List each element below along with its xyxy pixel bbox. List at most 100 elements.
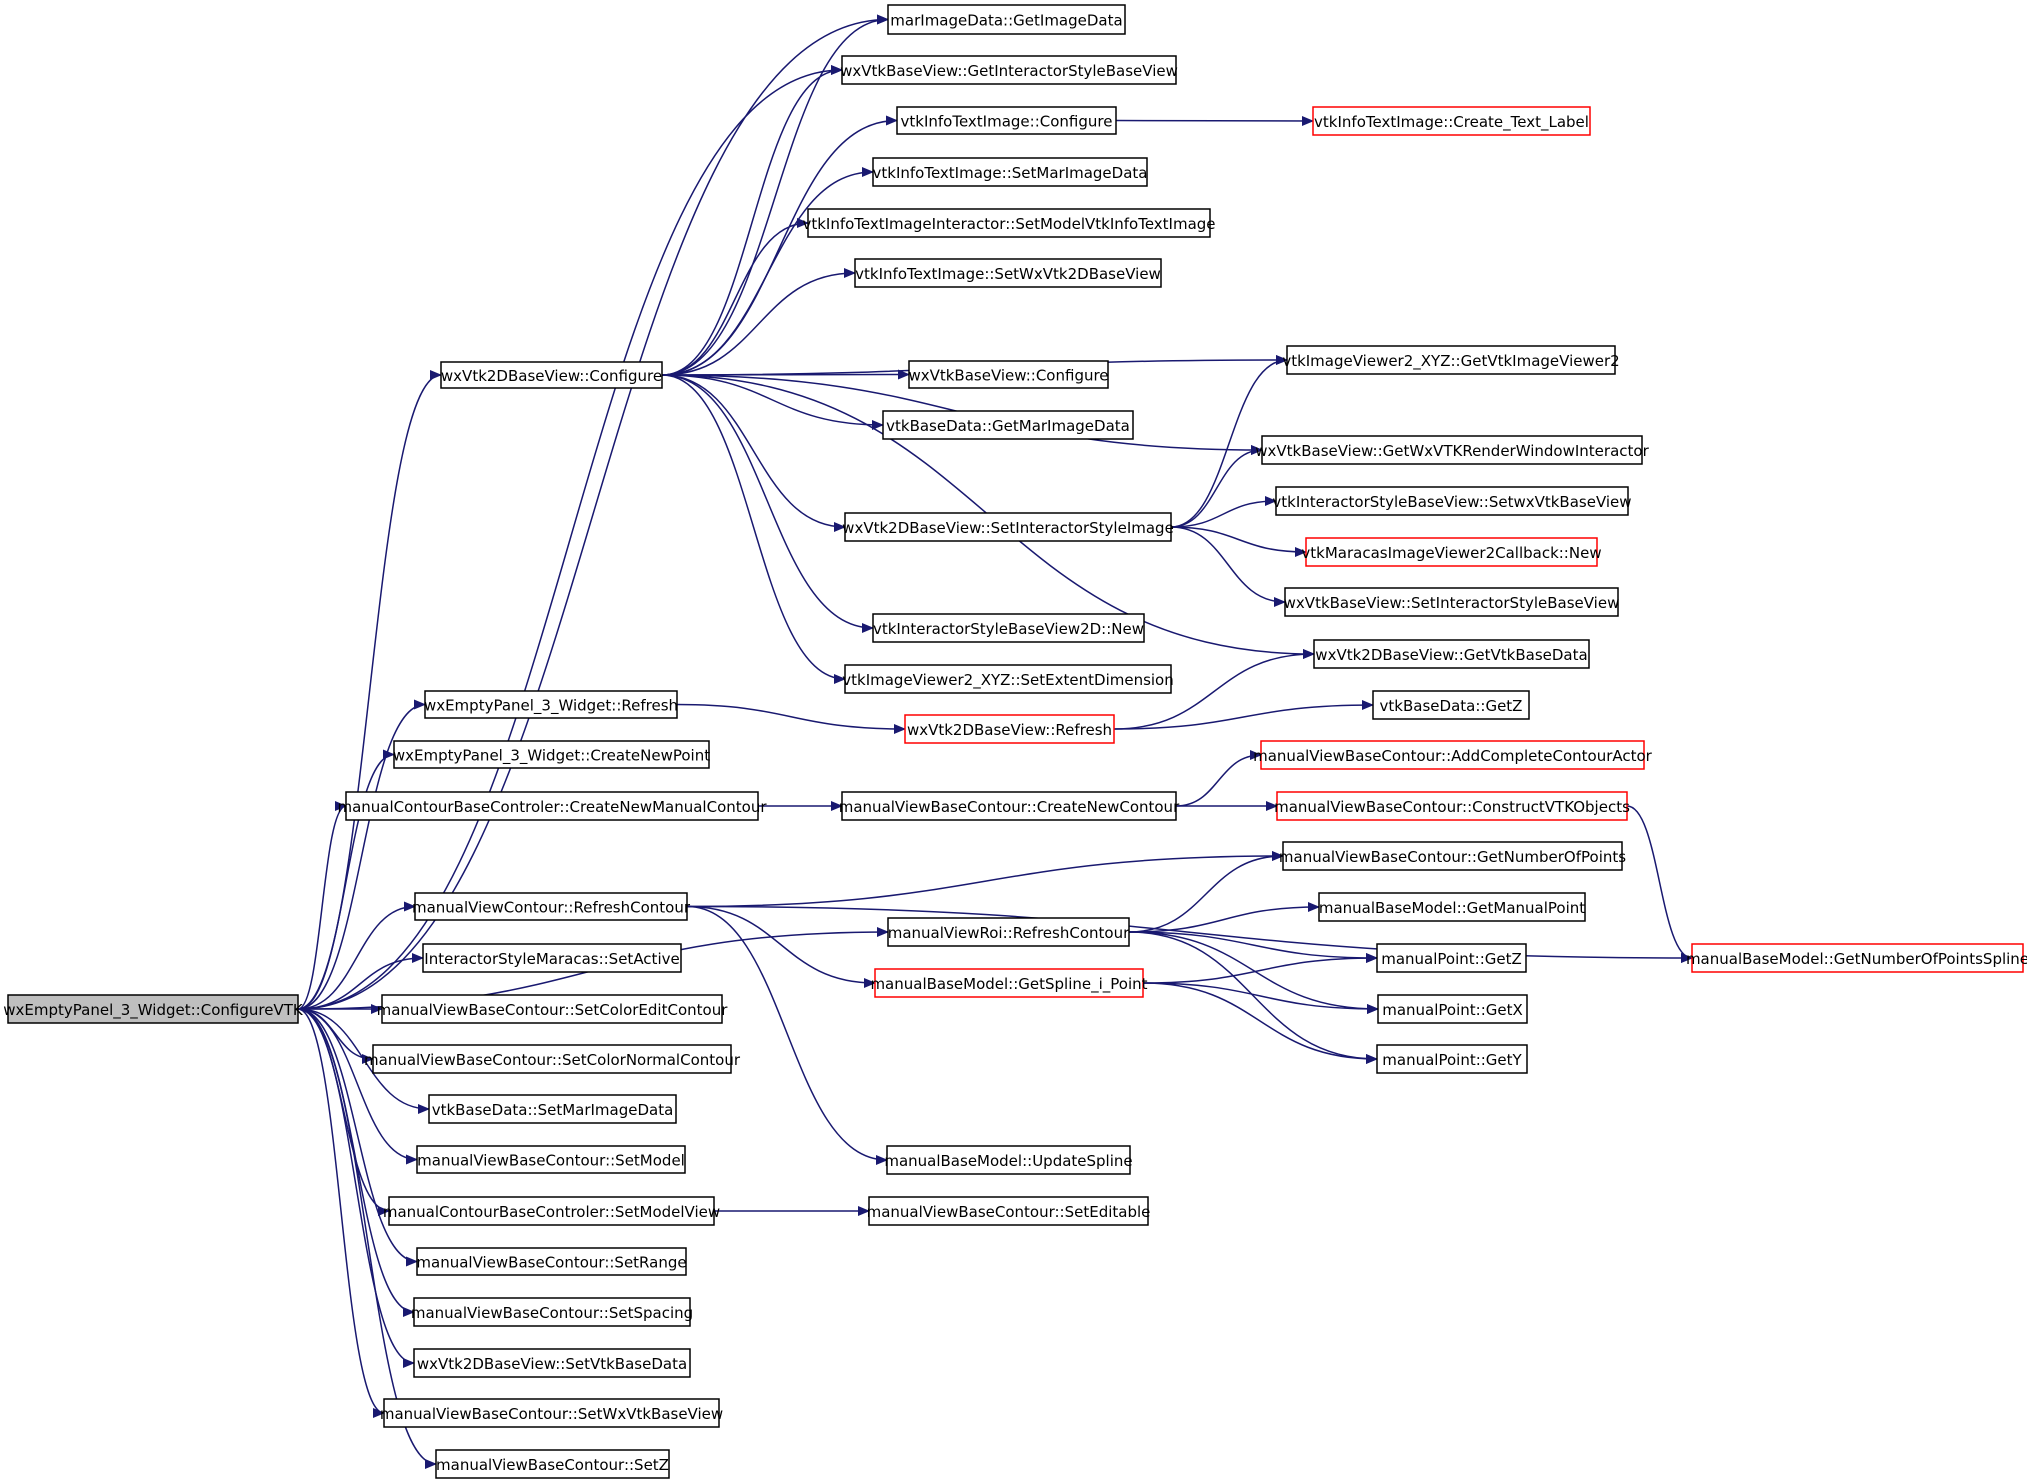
node-manualviewbasecontour-getnumberofpoints[interactable]: manualViewBaseContour::GetNumberOfPoints [1279,841,1626,871]
node-vtkimageviewer2-xyz-getvtkimageviewer2[interactable]: vtkImageViewer2_XYZ::GetVtkImageViewer2 [1282,345,1620,375]
node-box[interactable] [1691,943,2024,973]
node-box[interactable] [393,740,710,769]
node-interactorstylemaracas-setactive[interactable]: InteractorStyleMaracas::SetActive [422,943,682,973]
node-box[interactable] [1376,1044,1528,1074]
node-manualviewbasecontour-setcolornormalcontour[interactable]: manualViewBaseContour::SetColorNormalCon… [364,1044,741,1074]
node-box[interactable] [887,4,1126,35]
node-wxemptypanel-3-widget-createnewpoint[interactable]: wxEmptyPanel_3_Widget::CreateNewPoint [393,740,710,769]
node-wxvtkbaseview-getwxvtkrenderwindowinteractor[interactable]: wxVtkBaseView::GetWxVTKRenderWindowInter… [1255,435,1650,465]
node-box[interactable] [1372,690,1530,720]
node-box[interactable] [388,1196,715,1226]
node-manualcontourbasecontroler-createnewmanualcontour[interactable]: manualContourBaseControler::CreateNewMan… [337,791,767,821]
node-box[interactable] [372,1044,732,1074]
node-box[interactable] [424,690,678,719]
node-box[interactable] [874,968,1144,998]
node-box[interactable] [908,360,1109,389]
node-box[interactable] [413,1297,691,1327]
node-box[interactable] [414,892,688,921]
node-box[interactable] [887,917,1130,947]
node-box[interactable] [807,208,1211,238]
node-wxemptypanel-3-widget-configurevtk[interactable]: wxEmptyPanel_3_Widget::ConfigureVTK [3,994,304,1024]
node-wxvtk2dbaseview-getvtkbasedata[interactable]: wxVtk2DBaseView::GetVtkBaseData [1313,639,1590,669]
node-wxvtk2dbaseview-setvtkbasedata[interactable]: wxVtk2DBaseView::SetVtkBaseData [413,1348,691,1378]
node-manualviewbasecontour-createnewcontour[interactable]: manualViewBaseContour::CreateNewContour [839,791,1180,821]
node-box[interactable] [413,1348,691,1378]
node-manualviewbasecontour-setmodel[interactable]: manualViewBaseContour::SetModel [416,1145,686,1174]
node-manualbasemodel-getnumberofpointsspline[interactable]: manualBaseModel::GetNumberOfPointsSpline [1686,943,2027,973]
node-vtkmaracasimageviewer2callback-new[interactable]: vtkMaracasImageViewer2Callback::New [1301,537,1602,567]
node-vtkinfotextimage-configure[interactable]: vtkInfoTextImage::Configure [896,106,1117,135]
node-box[interactable] [896,106,1117,135]
node-box[interactable] [1284,587,1619,617]
node-wxvtk2dbaseview-setinteractorstyleimage[interactable]: wxVtk2DBaseView::SetInteractorStyleImage [842,512,1174,542]
node-box[interactable] [1313,639,1590,669]
node-wxvtkbaseview-setinteractorstylebaseview[interactable]: wxVtkBaseView::SetInteractorStyleBaseVie… [1284,587,1620,617]
node-box[interactable] [1282,841,1623,871]
node-box[interactable] [422,943,682,973]
node-box[interactable] [1260,740,1645,770]
node-vtkbasedata-setmarimagedata[interactable]: vtkBaseData::SetMarImageData [428,1094,677,1124]
node-wxvtk2dbaseview-refresh[interactable]: wxVtk2DBaseView::Refresh [904,714,1115,744]
node-wxvtkbaseview-configure[interactable]: wxVtkBaseView::Configure [908,360,1109,389]
node-vtkinfotextimage-create-text-label[interactable]: vtkInfoTextImage::Create_Text_Label [1312,106,1591,136]
node-box[interactable] [7,994,299,1024]
node-vtkbasedata-getmarimagedata[interactable]: vtkBaseData::GetMarImageData [882,410,1134,440]
node-vtkinfotextimage-setwxvtk2dbaseview[interactable]: vtkInfoTextImage::SetWxVtk2DBaseView [854,258,1162,288]
node-box[interactable] [416,1247,687,1276]
node-box[interactable] [1261,435,1643,465]
node-box[interactable] [428,1094,677,1124]
node-wxvtkbaseview-getinteractorstylebaseview[interactable]: wxVtkBaseView::GetInteractorStyleBaseVie… [840,55,1178,85]
node-box[interactable] [841,791,1177,821]
node-vtkbasedata-getz[interactable]: vtkBaseData::GetZ [1372,690,1530,720]
node-manualviewbasecontour-setz[interactable]: manualViewBaseContour::SetZ [435,1449,670,1479]
node-vtkinfotextimage-setmarimagedata[interactable]: vtkInfoTextImage::SetMarImageData [872,157,1148,187]
node-box[interactable] [854,258,1162,288]
node-manualviewbasecontour-seteditable[interactable]: manualViewBaseContour::SetEditable [867,1196,1151,1226]
node-box[interactable] [1312,106,1591,136]
node-manualbasemodel-getspline-i-point[interactable]: manualBaseModel::GetSpline_i_Point [870,968,1148,998]
node-box[interactable] [381,994,723,1024]
node-box[interactable] [383,1398,720,1428]
node-vtkinteractorstylebaseview2d-new[interactable]: vtkInteractorStyleBaseView2D::New [872,613,1145,643]
node-box[interactable] [844,664,1172,694]
node-manualpoint-gety[interactable]: manualPoint::GetY [1376,1044,1528,1074]
node-box[interactable] [1286,345,1616,375]
node-box[interactable] [1275,486,1629,516]
node-manualviewbasecontour-setcoloreditcontour[interactable]: manualViewBaseContour::SetColorEditConto… [377,994,729,1024]
node-manualpoint-getx[interactable]: manualPoint::GetX [1377,994,1528,1024]
node-box[interactable] [841,55,1177,85]
node-box[interactable] [440,361,663,389]
node-box[interactable] [844,512,1172,542]
node-vtkinfotextimageinteractor-setmodelvtkinfotextimage[interactable]: vtkInfoTextImageInteractor::SetModelVtkI… [802,208,1216,238]
node-manualviewcontour-refreshcontour[interactable]: manualViewContour::RefreshContour [412,892,691,921]
node-marimagedata-getimagedata[interactable]: marImageData::GetImageData [887,4,1126,35]
node-manualviewbasecontour-setwxvtkbaseview[interactable]: manualViewBaseContour::SetWxVtkBaseView [380,1398,723,1428]
node-box[interactable] [882,410,1134,440]
node-manualviewbasecontour-setrange[interactable]: manualViewBaseContour::SetRange [416,1247,687,1276]
node-box[interactable] [904,714,1115,744]
node-box[interactable] [886,1145,1131,1175]
node-manualbasemodel-getmanualpoint[interactable]: manualBaseModel::GetManualPoint [1318,892,1586,922]
node-box[interactable] [872,613,1145,643]
node-box[interactable] [1377,994,1528,1024]
node-box[interactable] [1305,537,1598,567]
node-manualbasemodel-updatespline[interactable]: manualBaseModel::UpdateSpline [884,1145,1133,1175]
node-box[interactable] [435,1449,670,1479]
node-manualviewbasecontour-addcompletecontouractor[interactable]: manualViewBaseContour::AddCompleteContou… [1253,740,1653,770]
node-manualpoint-getz[interactable]: manualPoint::GetZ [1376,943,1527,973]
node-wxemptypanel-3-widget-refresh[interactable]: wxEmptyPanel_3_Widget::Refresh [424,690,678,719]
node-wxvtk2dbaseview-configure[interactable]: wxVtk2DBaseView::Configure [440,361,663,389]
node-box[interactable] [1276,791,1628,821]
node-manualviewbasecontour-constructvtkobjects[interactable]: manualViewBaseContour::ConstructVTKObjec… [1274,791,1630,821]
node-manualcontourbasecontroler-setmodelview[interactable]: manualContourBaseControler::SetModelView [383,1196,720,1226]
node-manualviewroi-refreshcontour[interactable]: manualViewRoi::RefreshContour [887,917,1130,947]
node-box[interactable] [868,1196,1149,1226]
node-box[interactable] [872,157,1148,187]
node-vtkimageviewer2-xyz-setextentdimension[interactable]: vtkImageViewer2_XYZ::SetExtentDimension [842,664,1174,694]
node-manualviewbasecontour-setspacing[interactable]: manualViewBaseContour::SetSpacing [411,1297,693,1327]
node-vtkinteractorstylebaseview-setwxvtkbaseview[interactable]: vtkInteractorStyleBaseView::SetwxVtkBase… [1272,486,1632,516]
node-box[interactable] [1376,943,1527,973]
node-box[interactable] [1318,892,1586,922]
node-box[interactable] [416,1145,686,1174]
node-box[interactable] [345,791,759,821]
